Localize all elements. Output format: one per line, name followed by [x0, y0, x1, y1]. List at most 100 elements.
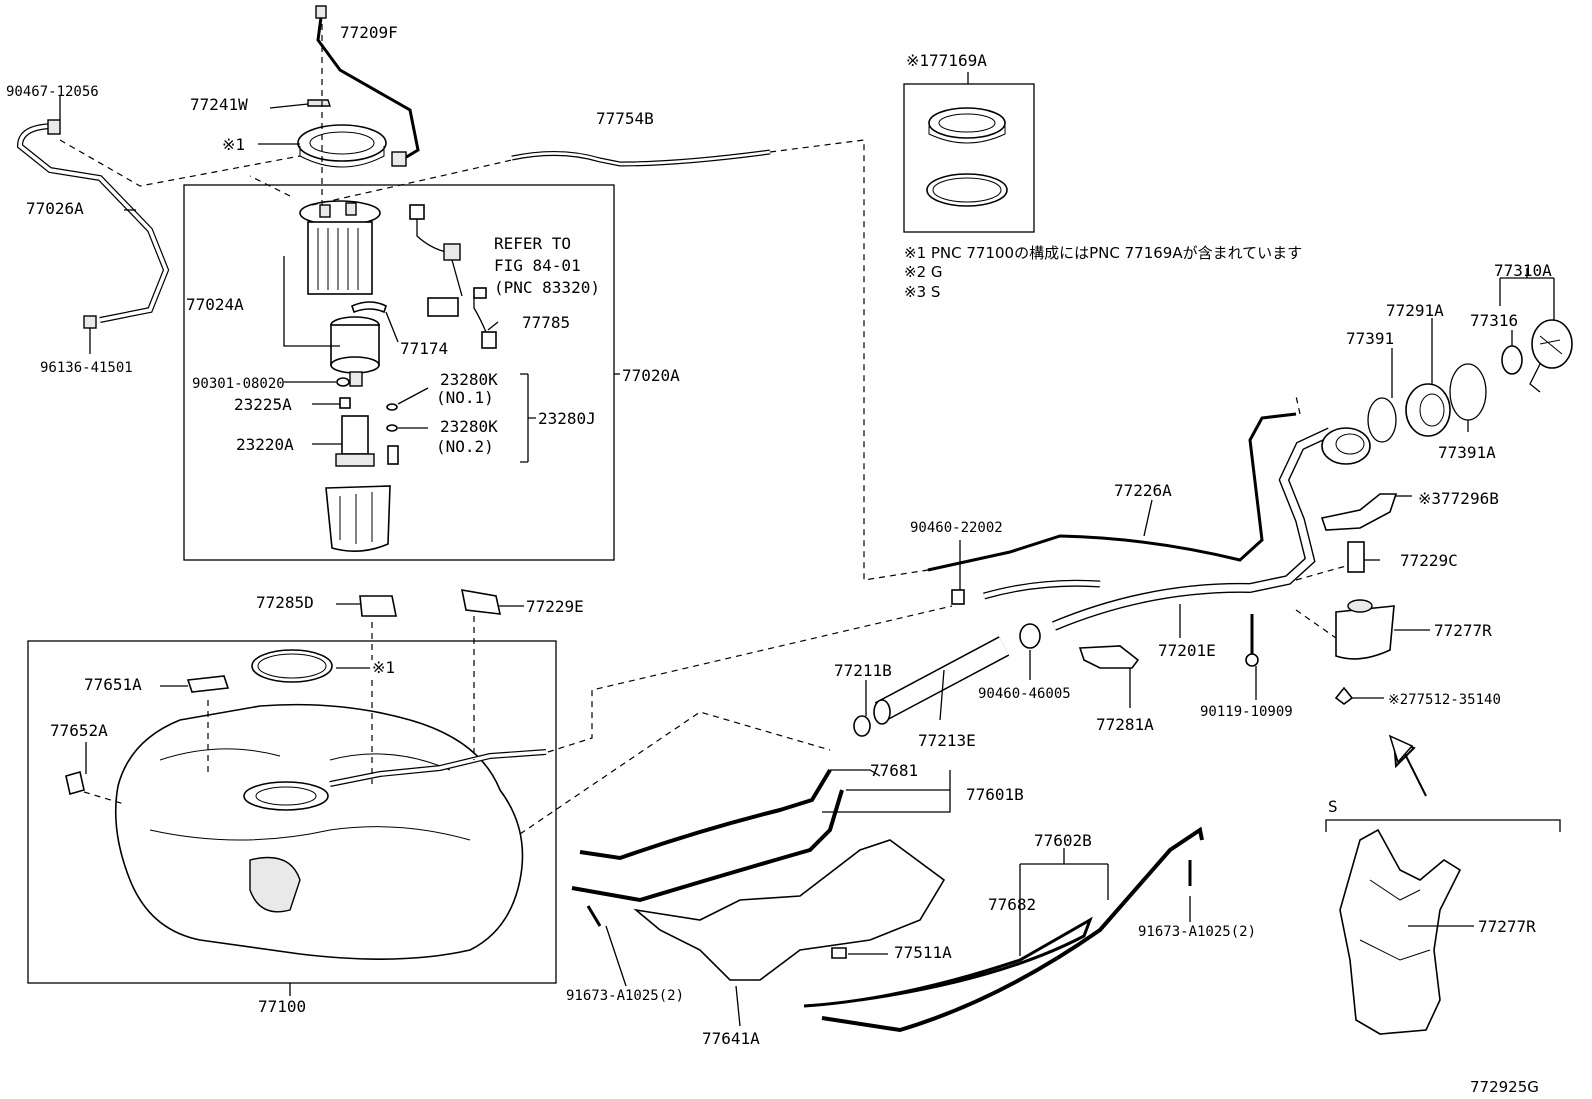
fuel-filter[interactable]	[330, 316, 380, 387]
label-77277R-top: 77277R	[1434, 621, 1492, 640]
clip-77174	[351, 301, 387, 314]
ring-77391A	[1449, 363, 1487, 421]
clamp-90460-46005	[1019, 623, 1041, 649]
label-77601B: 77601B	[966, 785, 1024, 804]
label-23280J: 23280J	[538, 409, 596, 428]
label-77296B: ※377296B	[1418, 489, 1499, 508]
label-mark1-top: ※1	[222, 135, 245, 154]
label-90467-12056: 90467-12056	[6, 84, 99, 100]
label-77391A: 77391A	[1438, 443, 1496, 462]
label-77169A: ※177169A	[906, 51, 987, 70]
label-91673-right: 91673-A1025(2)	[1138, 924, 1256, 940]
label-77213E: 77213E	[918, 731, 976, 750]
label-77651A: 77651A	[84, 675, 142, 694]
tube-77209F[interactable]	[316, 9, 420, 164]
label-77652A	[65, 770, 85, 796]
label-23225A: 23225A	[234, 395, 292, 414]
label-77226A: 77226A	[1114, 481, 1172, 500]
fuel-pump-23220A[interactable]	[335, 415, 399, 467]
cap-ring-77291A[interactable]	[1405, 383, 1451, 437]
label-77391: 77391	[1346, 329, 1394, 348]
label-77277R-bottom: 77277R	[1478, 917, 1536, 936]
label-77681: 77681	[870, 761, 918, 780]
label-77026A: 77026A	[26, 199, 84, 218]
label-77174: 77174	[400, 339, 448, 358]
clamp-77211B	[853, 715, 871, 737]
clip-77511A	[831, 947, 847, 959]
label-77281A: 77281A	[1096, 715, 1154, 734]
pump-bracket[interactable]	[325, 485, 391, 552]
label-77316: 77316	[1470, 311, 1518, 330]
oring-90301	[336, 377, 350, 387]
label-77602B: 77602B	[1034, 831, 1092, 850]
tube-77226A[interactable]	[927, 412, 1297, 572]
label-77241W: 77241W	[190, 95, 248, 114]
snap-ring-77391	[1367, 397, 1397, 443]
label-96136-41501: 96136-41501	[40, 360, 133, 376]
label-90119-10909: 90119-10909	[1200, 704, 1293, 720]
label-77024A: 77024A	[186, 295, 244, 314]
clamp-77285D[interactable]	[359, 595, 397, 617]
filler-neck[interactable]	[1321, 427, 1371, 465]
bolt-91673-left	[586, 905, 602, 927]
strap-77682[interactable]	[803, 916, 1093, 1008]
label-77310A: 77310A	[1494, 261, 1552, 280]
label-77511A: 77511A	[894, 943, 952, 962]
label-77682: 77682	[988, 895, 1036, 914]
label-77209F: 77209F	[340, 23, 398, 42]
clamp-77229E[interactable]	[460, 589, 502, 615]
gasket-77169A	[926, 173, 1008, 207]
note-1: ※1 PNC 77100の構成にはPNC 77169Aが含まれています	[904, 244, 1302, 262]
bracket-77296B[interactable]	[1320, 493, 1398, 531]
hose-77213E[interactable]	[873, 636, 1010, 725]
label-no1: (NO.1)	[436, 388, 494, 407]
fuel-tank-box	[27, 640, 557, 984]
heat-insulator-77641A[interactable]	[633, 839, 946, 981]
protector-77277R-top[interactable]	[1335, 599, 1395, 660]
label-no2: (NO.2)	[436, 437, 494, 456]
label-77641A: 77641A	[702, 1029, 760, 1048]
filler-pipe-77201E[interactable]	[1052, 427, 1333, 631]
label-77229E: 77229E	[526, 597, 584, 616]
label-77100: 77100	[258, 997, 306, 1016]
label-77512-35140: ※277512-35140	[1388, 692, 1501, 708]
fuel-sender-gauge[interactable]	[299, 200, 381, 295]
bracket-77281A[interactable]	[1078, 645, 1140, 669]
strap-77681[interactable]	[579, 768, 832, 861]
refer-line-2: FIG 84-01	[494, 256, 581, 275]
label-23280K-1: 23280K	[440, 370, 498, 389]
label-77020A: 77020A	[622, 366, 680, 385]
label-77211B: 77211B	[834, 661, 892, 680]
strap-77602B[interactable]	[821, 826, 1204, 1033]
label-23280K-2: 23280K	[440, 417, 498, 436]
cushion-23225A	[339, 397, 351, 409]
fuel-pump-retainer-ring[interactable]	[297, 124, 387, 168]
figure-id: 772925G	[1470, 1078, 1539, 1096]
label-77229C: 77229C	[1400, 551, 1458, 570]
label-90460-22002: 90460-22002	[910, 520, 1003, 536]
label-77285D: 77285D	[256, 593, 314, 612]
label-77652A: 77652A	[50, 721, 108, 740]
clamp-77229C[interactable]	[1347, 541, 1365, 573]
refer-line-1: REFER TO	[494, 234, 571, 253]
clip-77512	[1334, 686, 1354, 705]
clamp-77241W	[307, 99, 331, 107]
tank-gasket-ring	[251, 649, 333, 683]
label-77754B: 77754B	[596, 109, 654, 128]
retainer-kit-box	[903, 83, 1035, 233]
strap-77681-b	[571, 789, 844, 903]
label-90460-46005: 90460-46005	[978, 686, 1071, 702]
fuel-sender-wire-77785[interactable]	[409, 204, 497, 349]
gasket-77316	[1501, 345, 1523, 375]
label-91673-left: 91673-A1025(2)	[566, 988, 684, 1004]
fuel-tank-77100[interactable]	[114, 703, 524, 960]
label-77651A	[186, 675, 230, 693]
label-77201E: 77201E	[1158, 641, 1216, 660]
label-mark1-tank: ※1	[372, 658, 395, 677]
filter-23280K-no2	[386, 424, 398, 432]
retainer-ring-77169A[interactable]	[928, 107, 1006, 144]
fuel-cap-77310A[interactable]	[1529, 319, 1573, 393]
protector-77277R-view-s[interactable]	[1339, 828, 1462, 1035]
refer-line-3: (PNC 83320)	[494, 278, 600, 297]
